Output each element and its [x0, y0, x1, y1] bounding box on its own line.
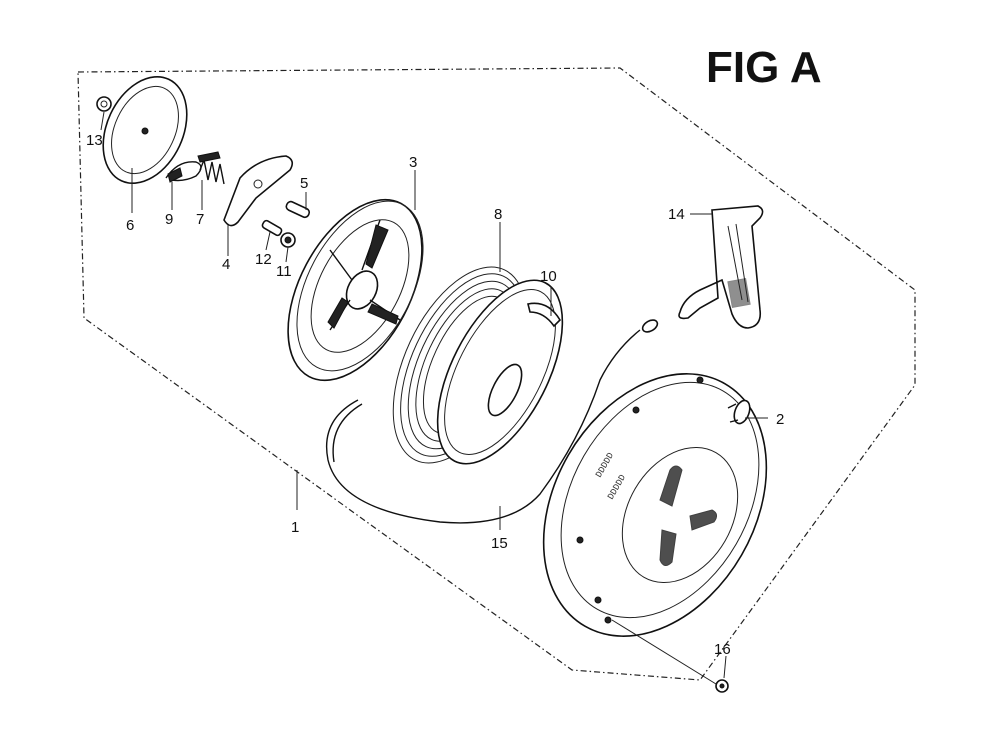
callout-4: 4 [222, 256, 230, 273]
callout-8: 8 [494, 206, 502, 223]
callout-11: 11 [276, 263, 292, 280]
part-10-spring-case [436, 279, 564, 465]
figure-title: FIG A [706, 43, 822, 92]
leader-lines [100, 111, 768, 685]
part-6-cover-plate [102, 75, 188, 185]
part-13-bolt [96, 96, 112, 112]
callout-7: 7 [196, 211, 204, 228]
callout-6: 6 [126, 217, 134, 234]
part-4-pawl [223, 155, 294, 227]
assembly-boundary [77, 67, 916, 681]
callouts: 1 2 3 4 5 6 7 8 9 10 11 12 13 14 15 16 [86, 132, 784, 658]
callout-3: 3 [409, 154, 417, 171]
part-3-reel [287, 198, 424, 382]
part-5-pin [285, 200, 311, 219]
part-11-washer [280, 232, 296, 248]
callout-13: 13 [86, 132, 103, 149]
callout-5: 5 [300, 175, 308, 192]
callout-16: 16 [714, 641, 731, 658]
part-9-spring [165, 161, 202, 183]
callout-12: 12 [255, 251, 272, 268]
part-15-rope [326, 319, 659, 524]
part-14-handle [678, 205, 764, 329]
callout-2: 2 [776, 411, 784, 428]
part-1-starter-case: DDDDD DDDDD [542, 373, 768, 637]
callout-10: 10 [540, 268, 557, 285]
callout-15: 15 [491, 535, 508, 552]
part-16-bolt [715, 679, 729, 693]
part-7-return-spring [197, 151, 225, 185]
callout-9: 9 [165, 211, 173, 228]
part-12-pin [261, 219, 283, 237]
callout-1: 1 [291, 519, 299, 536]
callout-14: 14 [668, 206, 685, 223]
